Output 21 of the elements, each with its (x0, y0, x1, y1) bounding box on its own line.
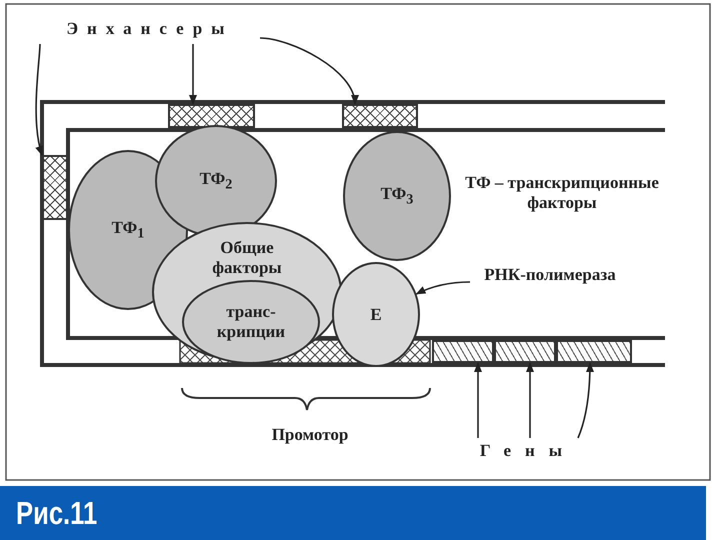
factor-ellipse: ТФ$_{3}$ (343, 131, 451, 261)
heading-label: Энхансеры (40, 14, 260, 44)
gene-block (556, 340, 632, 363)
enhancer-block (342, 104, 418, 128)
callout-label: Гены (478, 438, 578, 464)
gene-block (432, 340, 494, 363)
enhancer-block (168, 104, 255, 128)
transcription-ellipse: транс- крипции (182, 280, 320, 364)
legend-note: ТФ – транскрипционные факторы (464, 173, 660, 213)
callout-label: РНК-полимераза (470, 262, 630, 288)
arrow (526, 362, 534, 438)
gene-block (494, 340, 556, 363)
region-label: Промотор (270, 425, 350, 445)
arrow (189, 44, 197, 105)
figure-caption: Рис.11 (16, 495, 98, 532)
arrow (577, 362, 594, 438)
enhancer-block (42, 155, 68, 220)
arrow (416, 281, 470, 295)
arrow (260, 37, 358, 105)
arrow (474, 362, 482, 438)
arrow (35, 44, 44, 156)
